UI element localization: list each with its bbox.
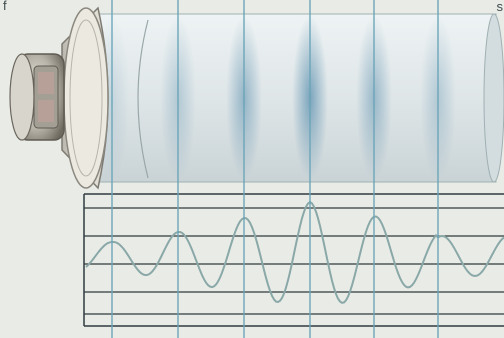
sound-wave-curve bbox=[85, 200, 504, 304]
wave-graph bbox=[83, 193, 504, 327]
corner-mark-right: s bbox=[496, 0, 504, 14]
vertical-guide-lines bbox=[111, 0, 439, 338]
loudspeaker bbox=[9, 6, 109, 190]
air-tube bbox=[94, 13, 504, 183]
corner-mark-left: f bbox=[3, 0, 7, 13]
